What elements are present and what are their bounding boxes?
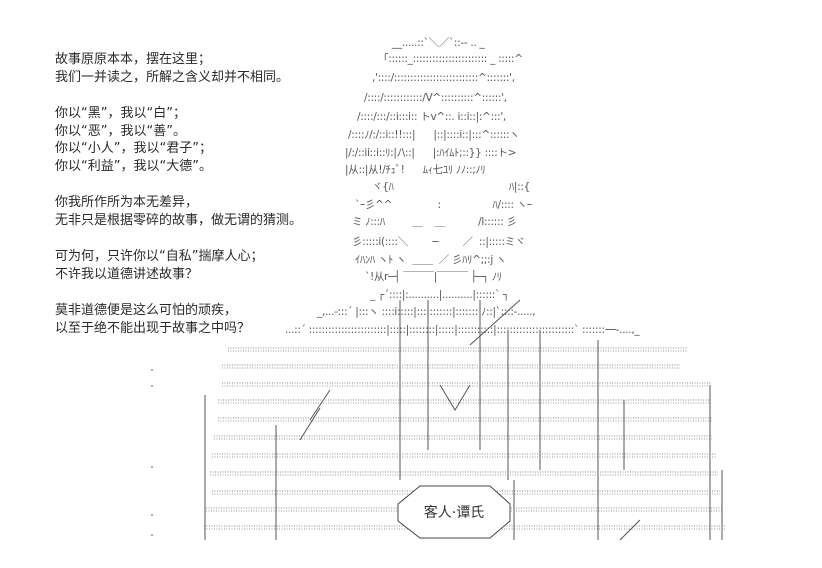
poem-line: 以至于绝不能出现于故事之中吗？	[55, 320, 251, 336]
ascii-art-line: /::::/::::::::::::/V^::::::::::^::::::',	[364, 92, 507, 104]
ascii-art-line: _ ┌´::::|:..........|..........|::::::` …	[370, 289, 510, 301]
poem-line: 你以“恶”，我以“善”。	[55, 123, 186, 139]
poem-text: 故事原原本本，摆在这里； 我们一并读之，所解之含义却并不相同。你以“黑”，我以“白…	[55, 51, 302, 337]
fold-stroke	[299, 407, 321, 441]
collar-stroke	[439, 384, 471, 411]
ascii-art-line: |从::|从!/ﾁｭﾞ! ﾑｨ七ﾕﾘ ﾉﾉ::;ﾉﾘ	[345, 164, 486, 176]
dot-mark	[151, 514, 153, 516]
fold-stroke	[619, 519, 641, 541]
ascii-art-line: ｲﾊﾝﾊ ヽﾄ ヽ ＿＿ ／ 彡ﾊﾘ^;;:j ヽ	[355, 254, 507, 266]
character-name-label: 客人·谭氏	[423, 505, 485, 521]
ascii-art-line: /::::/:::/::i:::i:: トv^::. i::i::|:^:::'…	[357, 111, 506, 123]
fold-stroke	[469, 299, 521, 346]
ascii-art-line: `ｰ彡^^ : ﾊ/:::: ヽｰ	[355, 199, 532, 211]
dot-mark	[151, 534, 153, 536]
poem-line: 无非只是根据零碎的故事，做无谓的猜测。	[55, 212, 303, 228]
ascii-art-line: ヾ{ﾊ ﾊ|::{	[372, 181, 531, 193]
ascii-art-line: 「::::::_::::::::::::::::::::::: _ :::::^	[378, 53, 523, 65]
ascii-art-line: |/:/::ii::i::ﾘ:|ﾉ\::| |:ﾊｲﾑﾄ;::}} ::::ト>	[345, 147, 517, 159]
ascii-art-line: _,...-:::´ |:::ヽ ::::i:::::|:::::::::::|…	[317, 306, 536, 318]
poem-line: 你以“小人”，我以“君子”；	[55, 141, 212, 156]
ascii-art-line: 彡:::::i(::::＼ ─ ／ ::|:::::ミヾ	[352, 236, 526, 248]
dot-mark	[151, 385, 153, 387]
ascii-art-line: ミ ﾉ:::ﾊ ＿ ＿ /l:::::: 彡	[352, 216, 517, 228]
poem-line: 不许我以道德讲述故事？	[55, 266, 199, 282]
fold-stroke	[309, 389, 331, 421]
poem-line: 你以“黑”，我以“白”；	[55, 106, 186, 121]
poem-line: 莫非道德便是这么可怕的顽疾，	[55, 303, 238, 318]
ascii-art-line: ...::´ ::::::::::::::::::::::::|:::::|::…	[285, 324, 640, 336]
poem-line: 故事原原本本，摆在这里；	[55, 52, 212, 67]
poem-line: 可为何，只许你以“自私”揣摩人心；	[55, 249, 264, 264]
dot-mark	[151, 369, 153, 371]
ascii-art-line: ,'::::/::::::::::::::::::::::::::^::::::…	[372, 72, 515, 84]
dot-mark	[151, 466, 153, 468]
label-frame	[397, 485, 511, 539]
poem-line: 你以“利益”，我以“大德”。	[55, 158, 212, 174]
ascii-art-line: `!从r─┤ ￣￣￣|￣￣￣ ├─┐ ﾉﾘ	[365, 271, 502, 283]
poem-line: 你我所作所为本无差异，	[55, 195, 199, 210]
poem-line: 我们一并读之，所解之含义却并不相同。	[55, 69, 290, 85]
ascii-art-line: __.....::`＼／`::-- .. _	[392, 37, 485, 49]
ascii-art-line: /::::ﾉ/:/::i::!!:::| |::|::::i::|:::^:::…	[348, 129, 520, 141]
